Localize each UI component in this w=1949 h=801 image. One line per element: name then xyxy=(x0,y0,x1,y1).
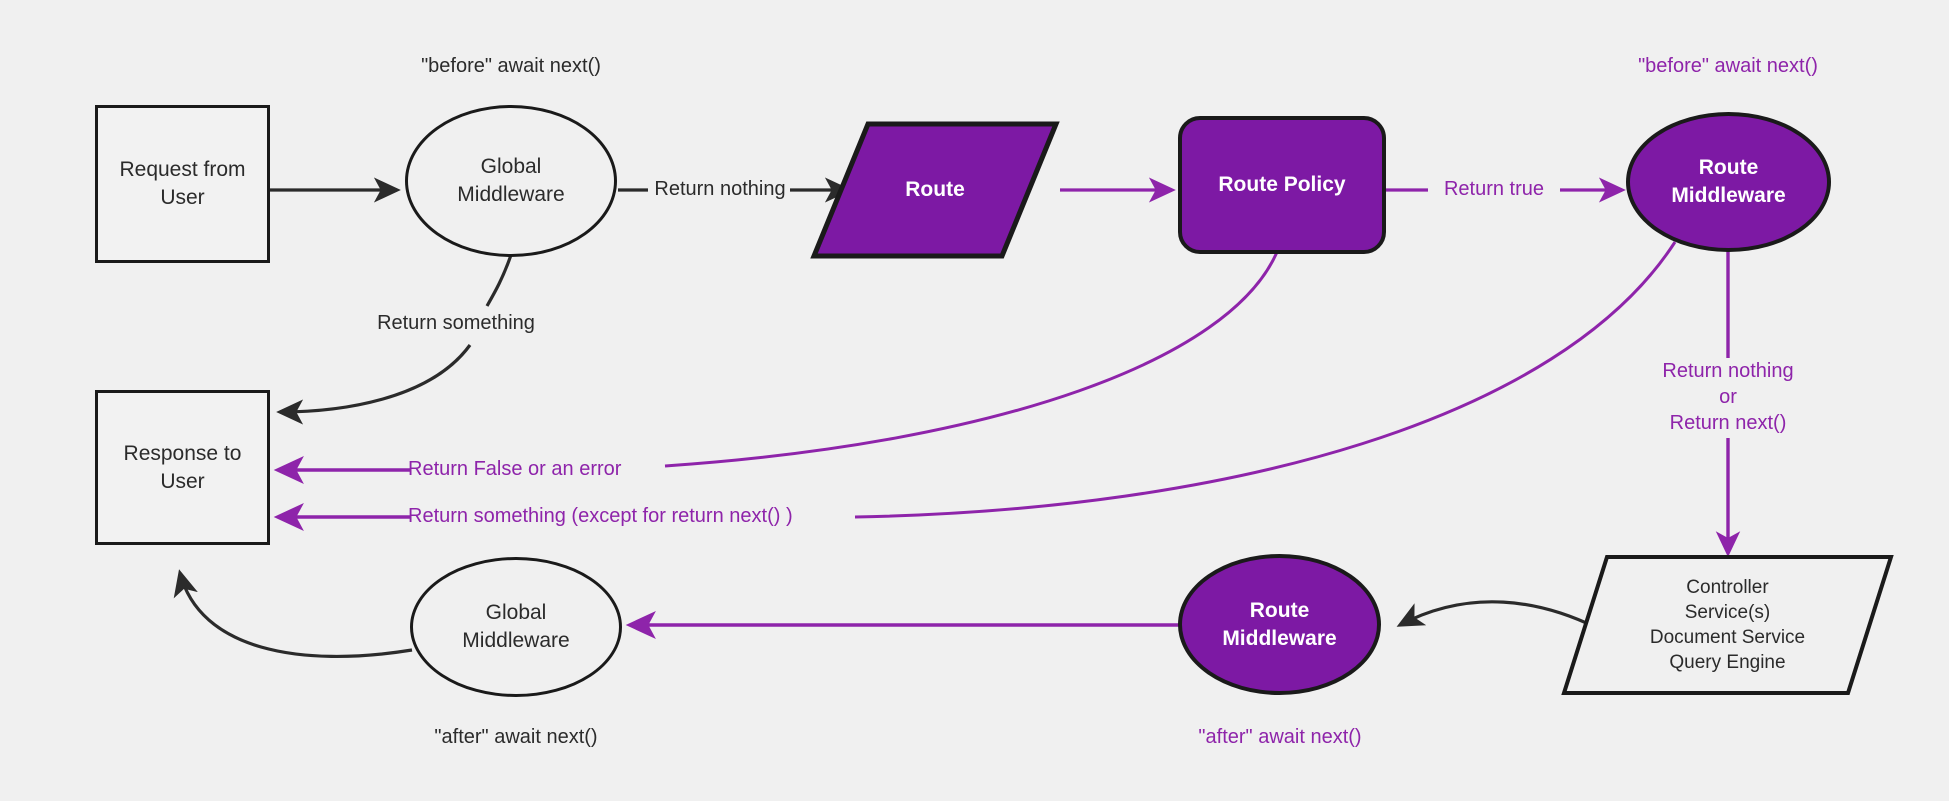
annotation-after-await-next-route: "after" await next() xyxy=(1198,726,1362,748)
node-label: Route Policy xyxy=(1218,173,1346,197)
node-label: Request from User xyxy=(119,158,246,209)
node-request-from-user[interactable]: Request from User xyxy=(95,105,270,263)
edge-global-middleware-to-response-b xyxy=(276,344,472,425)
edge-route-policy-to-response xyxy=(664,251,1279,468)
edge-route-middleware-to-response xyxy=(854,241,1677,519)
edge-label-return-false-or-error: Return False or an error xyxy=(408,458,622,480)
annotation-after-await-next-global: "after" await next() xyxy=(434,726,598,748)
node-label: Response to User xyxy=(123,441,242,493)
edge-label-return-something-except-next: Return something (except for return next… xyxy=(408,505,793,527)
node-label: Controller Service(s) Document Service Q… xyxy=(1649,576,1806,674)
node-global-middleware-bottom[interactable]: Global Middleware xyxy=(410,557,622,697)
annotation-before-await-next-global: "before" await next() xyxy=(421,55,601,77)
controller-parallelogram-shape xyxy=(1561,555,1894,695)
edge-label-return-something-global: Return something xyxy=(377,312,535,334)
node-route-policy[interactable]: Route Policy xyxy=(1178,116,1386,254)
node-label: Route Middleware xyxy=(1671,156,1786,207)
edge-global-middleware-to-response-a xyxy=(485,254,513,307)
node-label: Route Middleware xyxy=(1222,598,1337,650)
node-controller-stack[interactable]: Controller Service(s) Document Service Q… xyxy=(1560,553,1895,697)
node-route[interactable]: Route xyxy=(810,120,1060,260)
node-route-middleware-top[interactable]: Route Middleware xyxy=(1626,112,1831,252)
node-label: Global Middleware xyxy=(457,155,565,206)
node-response-to-user[interactable]: Response to User xyxy=(95,390,270,545)
node-route-middleware-bottom[interactable]: Route Middleware xyxy=(1178,554,1381,695)
node-label: Global Middleware xyxy=(462,601,570,652)
edge-label-return-nothing-or-next: Return nothing or Return next() xyxy=(1662,360,1794,434)
route-parallelogram-shape xyxy=(810,121,1060,259)
annotation-before-await-next-route: "before" await next() xyxy=(1638,55,1818,77)
node-label: Route xyxy=(905,178,965,202)
edge-label-return-nothing-global: Return nothing xyxy=(654,178,786,200)
node-global-middleware-top[interactable]: Global Middleware xyxy=(405,105,617,257)
edge-global-middleware-bottom-to-response xyxy=(173,569,413,659)
edge-label-return-true: Return true xyxy=(1443,178,1545,200)
